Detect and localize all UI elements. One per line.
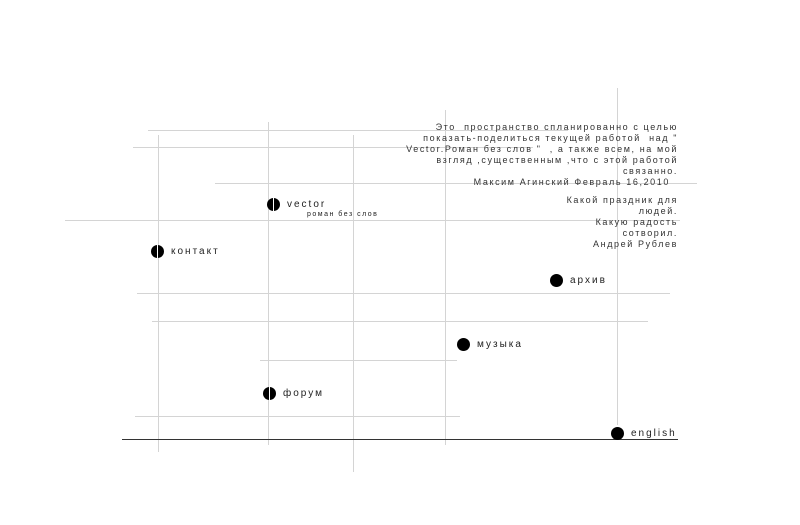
base-line [122,439,678,440]
signature: Максим Агинский Февраль 16,2010 [473,177,670,187]
nav-vector[interactable]: vector [267,198,326,211]
nav-archive[interactable]: архив [550,274,607,287]
grid-line [133,147,533,148]
grid-line [65,220,680,221]
grid-line [445,110,446,445]
nav-music[interactable]: музыка [457,338,523,351]
dot-icon [457,338,470,351]
nav-english[interactable]: english [611,427,677,440]
grid-line [135,416,460,417]
vector-subtitle[interactable]: роман без слов [307,211,379,218]
dot-icon [263,387,276,400]
grid-line [148,130,568,131]
grid-line [353,135,354,472]
grid-line [260,360,457,361]
nav-contact[interactable]: контакт [151,245,220,258]
grid-line [215,183,697,184]
dot-icon [267,198,280,211]
dot-icon [611,427,624,440]
grid-line [268,122,269,445]
nav-forum[interactable]: форум [263,387,324,400]
dot-icon [151,245,164,258]
grid-line [617,88,618,425]
grid-line [152,321,648,322]
dot-icon [550,274,563,287]
grid-line [137,293,670,294]
